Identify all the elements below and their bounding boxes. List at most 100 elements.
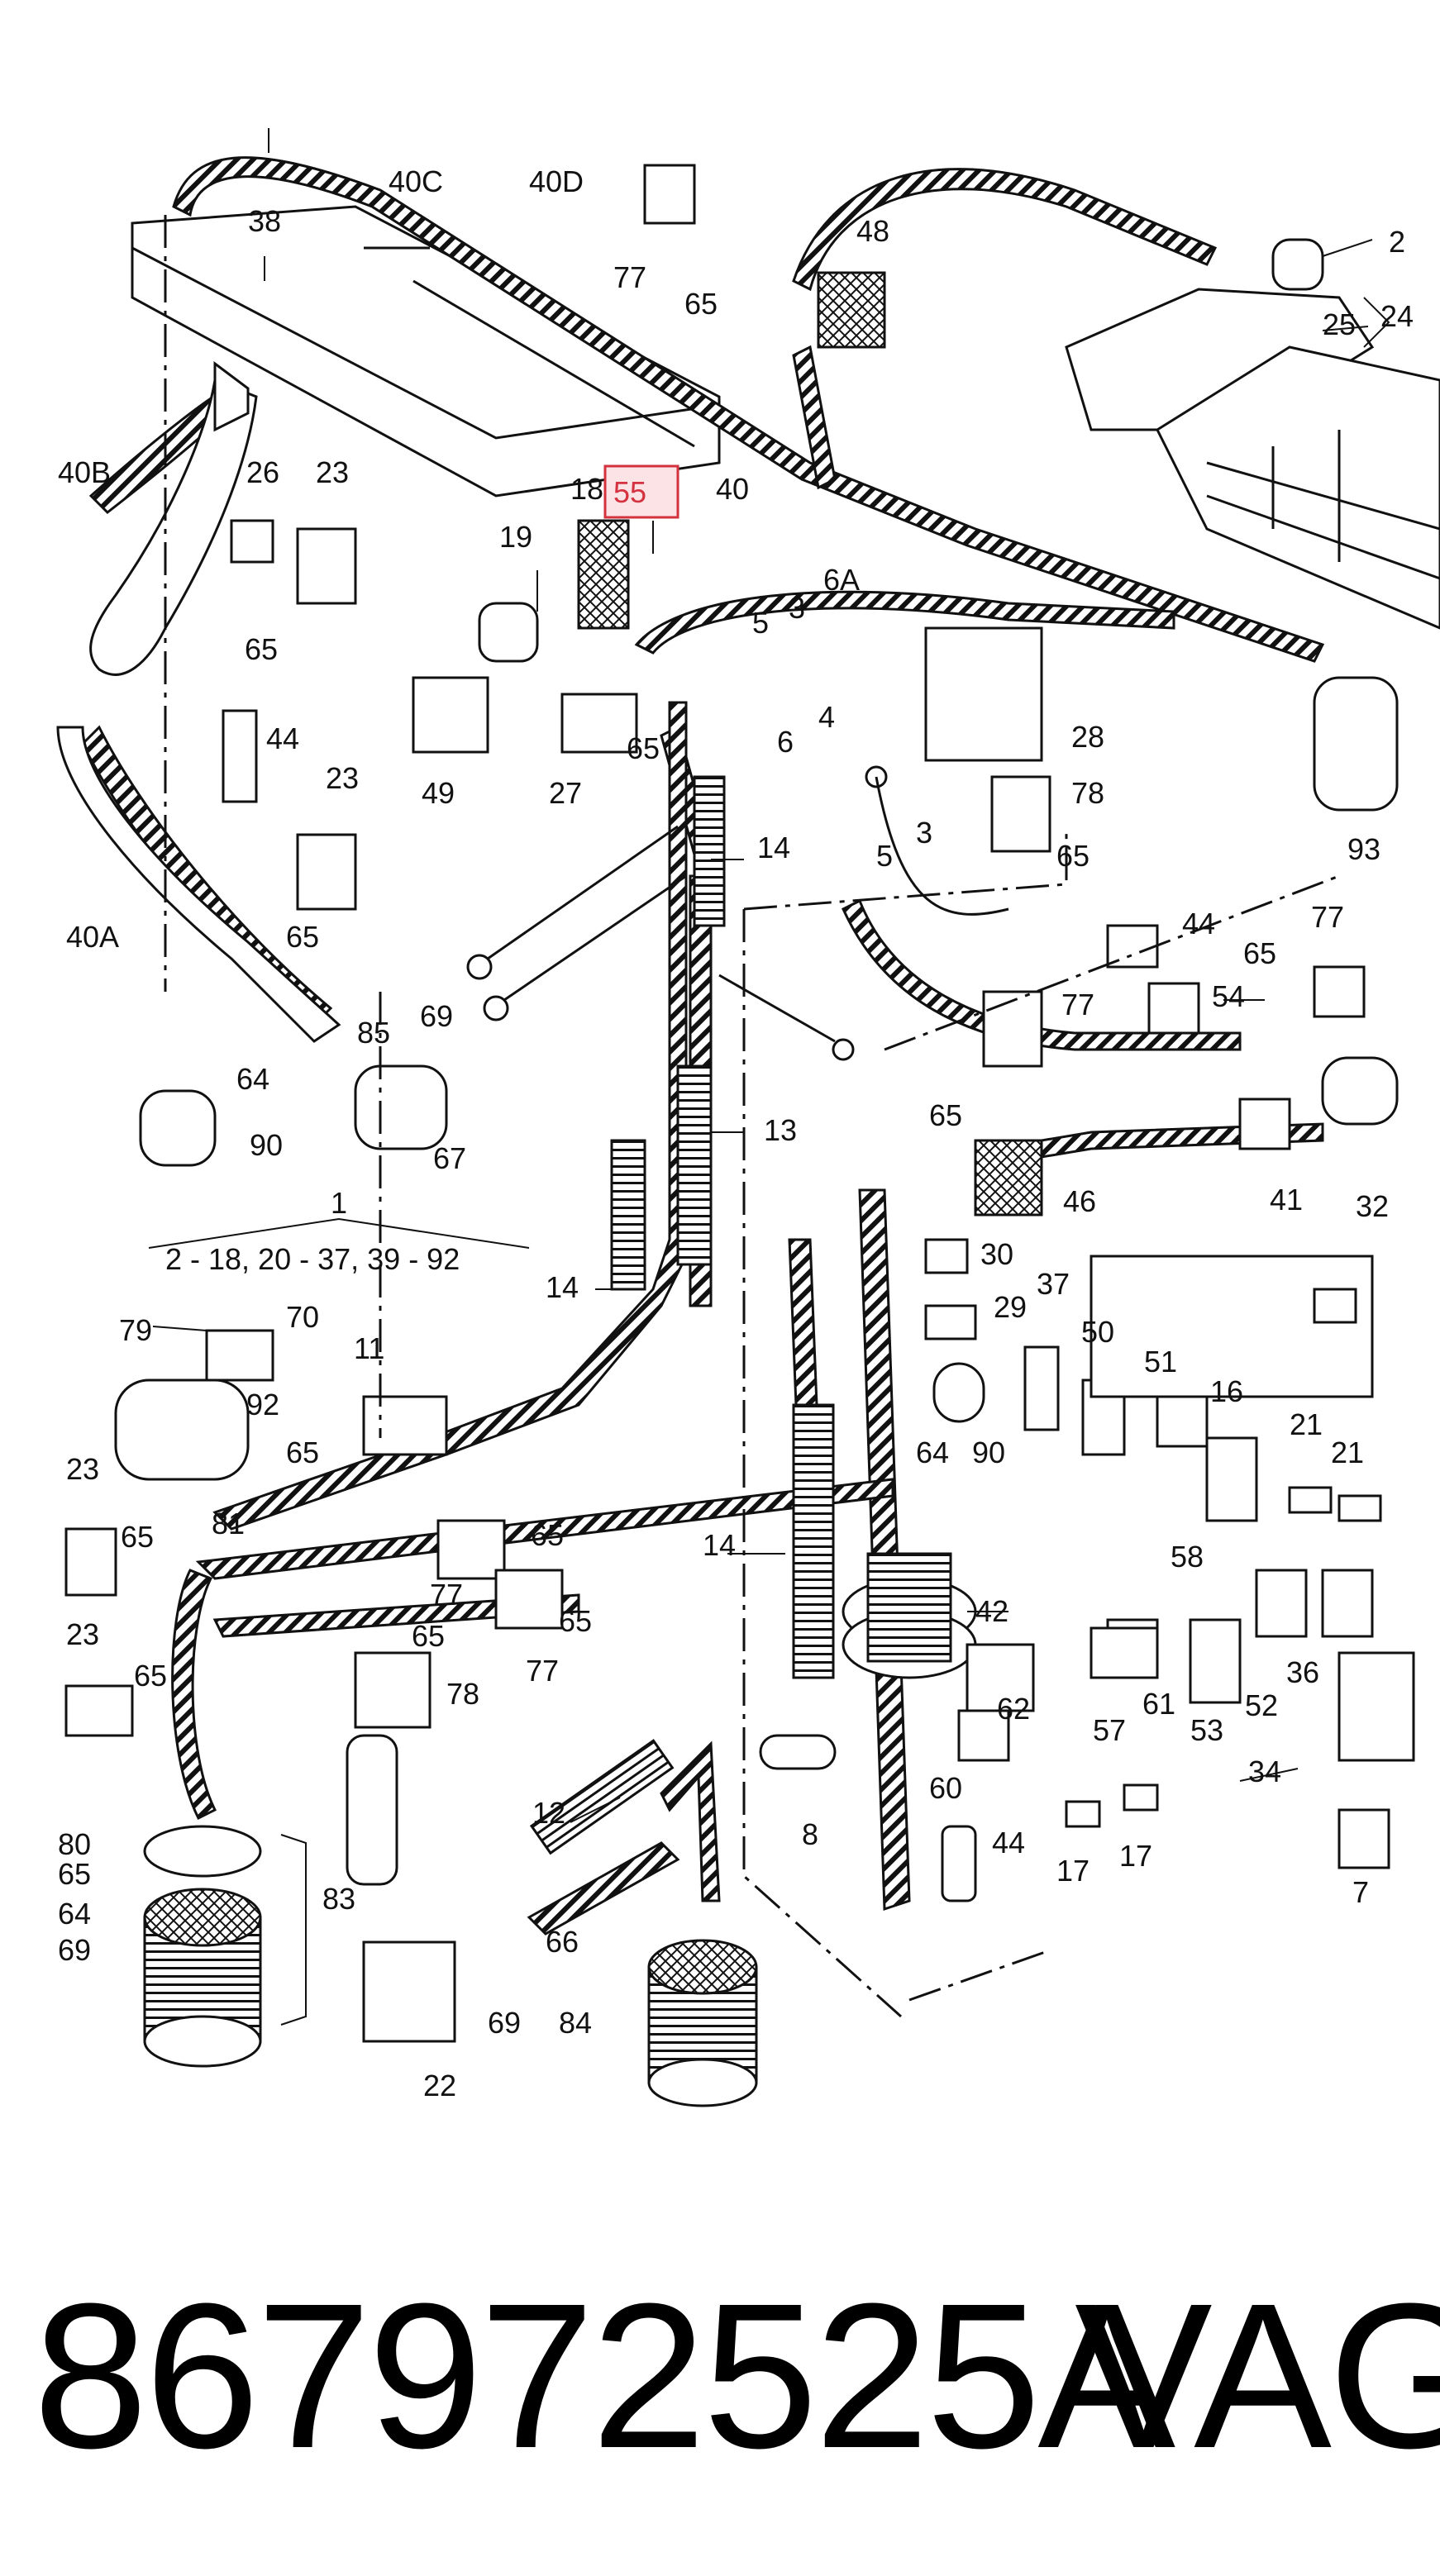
callout-64: 64 [236,1062,269,1096]
callout-25: 25 [1323,307,1356,341]
callout-range: 2 - 18, 20 - 37, 39 - 92 [165,1242,460,1276]
callout-40A: 40A [66,920,119,954]
callout-93: 93 [1347,832,1380,866]
callout-70: 70 [286,1300,319,1334]
callout-65: 65 [929,1098,962,1132]
grommet-42 [842,1552,977,1679]
callout-69: 69 [420,999,453,1033]
callout-66: 66 [546,1925,579,1959]
callout-40C: 40C [389,164,443,198]
callout-23: 23 [326,761,359,795]
callout-65: 65 [58,1857,91,1891]
callout-26: 26 [246,455,279,489]
callout-65: 65 [559,1604,592,1638]
connector-blocks [64,164,1415,2043]
callout-12: 12 [532,1796,565,1830]
callout-42: 42 [975,1594,1008,1628]
callout-18: 18 [570,472,603,506]
callout-58: 58 [1171,1540,1204,1574]
callout-69: 69 [488,2006,521,2040]
callout-14: 14 [757,831,790,864]
callout-64: 64 [916,1436,949,1469]
callout-60: 60 [929,1771,962,1805]
callout-16: 16 [1210,1374,1243,1408]
callout-92: 92 [246,1388,279,1421]
callout-79: 79 [119,1313,152,1347]
callout-77: 77 [613,260,646,294]
callout-30: 30 [980,1237,1013,1271]
callout-67: 67 [433,1141,466,1175]
wiring-harness-diagram: 40C 40D 38 77 65 48 2 24 25 40B 26 23 18… [56,128,1440,2107]
callout-41: 41 [1270,1183,1303,1217]
callout-84: 84 [559,2006,592,2040]
callout-83: 83 [322,1882,355,1916]
callout-77: 77 [1061,988,1094,1021]
callout-81: 81 [212,1507,245,1540]
callout-77: 77 [1311,900,1344,934]
callout-19: 19 [499,520,532,554]
callout-77: 77 [526,1654,559,1688]
callout-44: 44 [992,1826,1025,1859]
callout-labels: 40C 40D 38 77 65 48 2 24 25 40B 26 23 18… [58,164,1414,2102]
callout-80: 80 [58,1827,91,1861]
group-bracket-1 [148,297,1390,2026]
callout-23: 23 [66,1617,99,1651]
callout-78: 78 [446,1677,479,1711]
callout-6: 6 [777,725,794,759]
callout-2: 2 [1389,225,1405,259]
callout-46: 46 [1063,1184,1096,1218]
callout-65: 65 [412,1619,445,1653]
callout-44: 44 [1182,907,1215,940]
callout-65: 65 [1243,936,1276,970]
callout-44: 44 [266,721,299,755]
wire-boot-40B [89,361,258,676]
boundary-lines [164,215,1340,2018]
round-connector-83 [143,1825,262,2068]
callout-78: 78 [1071,776,1104,810]
ring-terminals [466,765,1009,1061]
callout-55: 55 [613,475,646,509]
callout-28: 28 [1071,720,1104,754]
callout-29: 29 [994,1290,1027,1324]
callout-40D: 40D [529,164,584,198]
callout-65: 65 [684,287,718,321]
callout-11: 11 [354,1331,384,1365]
brand-name: VAG [1075,2260,1440,2491]
highlight-box-55 [603,464,679,519]
callout-38: 38 [248,204,281,238]
callout-3: 3 [916,816,932,850]
callout-90: 90 [972,1436,1005,1469]
callout-65: 65 [286,920,319,954]
callout-53: 53 [1190,1713,1223,1747]
strut-40A [56,726,341,1043]
callout-77: 77 [430,1578,463,1612]
callout-51: 51 [1144,1345,1177,1378]
callout-49: 49 [422,776,455,810]
callout-57: 57 [1093,1713,1126,1747]
callout-37: 37 [1037,1267,1070,1301]
callout-40B: 40B [58,455,111,489]
callout-54: 54 [1212,979,1245,1013]
callout-48: 48 [856,214,889,248]
callout-5: 5 [752,606,769,640]
dashboard-beam [131,205,721,498]
callout-69: 69 [58,1933,91,1967]
callout-21: 21 [1331,1436,1364,1469]
callout-22: 22 [423,2069,456,2102]
callout-24: 24 [1380,299,1414,333]
callout-65: 65 [121,1520,154,1554]
callout-34: 34 [1248,1755,1281,1788]
callout-7: 7 [1352,1875,1369,1909]
callout-17: 17 [1056,1854,1090,1888]
callout-5: 5 [876,839,893,873]
callout-40: 40 [716,472,749,506]
callout-61: 61 [1142,1687,1175,1721]
callout-65: 65 [1056,839,1090,873]
callout-36: 36 [1286,1655,1319,1689]
callout-62: 62 [997,1692,1030,1726]
callout-65: 65 [245,632,278,666]
callout-65: 65 [286,1436,319,1469]
callout-23: 23 [316,455,349,489]
callout-17: 17 [1119,1839,1152,1873]
callout-52: 52 [1245,1688,1278,1722]
